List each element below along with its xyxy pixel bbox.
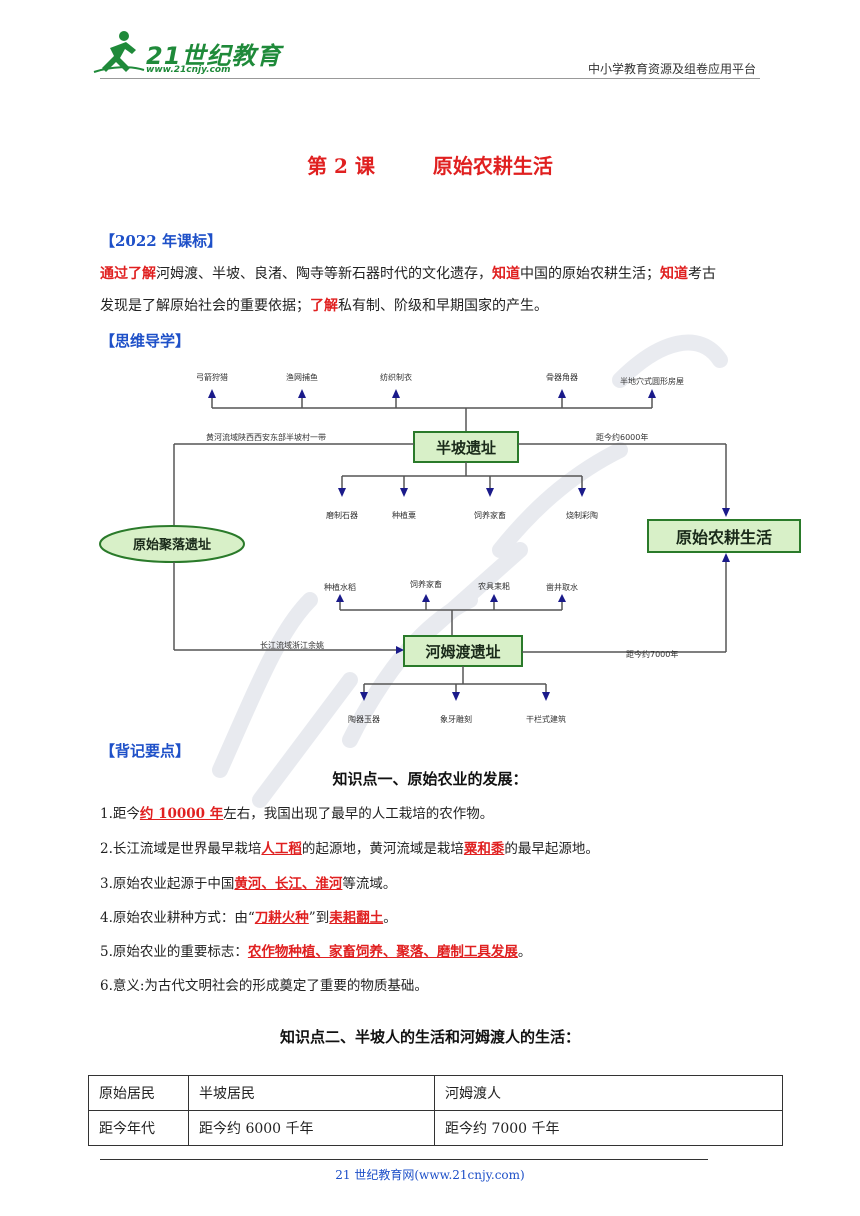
table-row: 原始居民 半坡居民 河姆渡人 — [88, 1075, 783, 1111]
list-item: 5.原始农业的重要标志：农作物种植、家畜饲养、聚落、磨制工具发展。 — [100, 940, 531, 960]
highlight: 刀耕火种 — [254, 910, 309, 926]
root-node — [99, 525, 245, 563]
banpo-top-label: 渔网捕鱼 — [286, 372, 318, 382]
curriculum-heading: 【2022 年课标】 — [100, 232, 222, 250]
text: ”到 — [308, 910, 330, 926]
banpo-top-label: 纺织制衣 — [380, 372, 412, 382]
hemudu-date-label: 距今约7000年 — [626, 649, 678, 659]
hemudu-bottom-label: 象牙雕刻 — [440, 714, 472, 724]
knowledge-point-2-title: 知识点二、半坡人的生活和河姆渡人的生活： — [279, 1028, 580, 1046]
text: 的起源地，黄河流域是栽培 — [301, 841, 464, 857]
text: 左右，我国出现了最早的人工栽培的农作物。 — [223, 806, 494, 822]
hemudu-bottom-label: 干栏式建筑 — [526, 714, 566, 724]
table-cell: 距今约 6000 千年 — [188, 1110, 435, 1146]
highlight: 约 10000 年 — [139, 806, 224, 822]
page-title: 第 2 课 原始农耕生活 — [0, 150, 860, 179]
platform-name: 中小学教育资源及组卷应用平台 — [587, 62, 756, 76]
banpo-location-label: 黄河流域陕西西安东部半坡村一带 — [206, 432, 326, 442]
table-cell: 半坡居民 — [188, 1075, 435, 1111]
banpo-top-label: 骨器角器 — [546, 372, 578, 382]
banpo-bottom-label: 饲养家畜 — [474, 510, 506, 520]
mindmap-heading: 【思维导学】 — [100, 332, 191, 350]
keypoints-heading: 【背记要点】 — [100, 742, 191, 760]
curriculum-text: 通过了解河姆渡、半坡、良渚、陶寺等新石器时代的文化遗存，知道中国的原始农耕生活；… — [100, 258, 762, 322]
hemudu-location-label: 长江流域浙江余姚 — [260, 640, 324, 650]
list-item: 1.距今约 10000 年左右，我国出现了最早的人工栽培的农作物。 — [100, 802, 493, 822]
text: 。 — [383, 910, 397, 926]
table-row: 距今年代 距今约 6000 千年 距今约 7000 千年 — [88, 1110, 783, 1146]
highlight: 农作物种植、家畜饲养、聚落、磨制工具发展 — [247, 944, 518, 960]
list-item: 6.意义:为古代文明社会的形成奠定了重要的物质基础。 — [100, 974, 428, 994]
text: 等流域。 — [342, 876, 397, 892]
hemudu-bottom-label: 陶器玉器 — [348, 714, 380, 724]
list-item: 4.原始农业耕种方式：由“刀耕火种”到耒耜翻土。 — [100, 906, 397, 926]
hemudu-top-label: 凿井取水 — [546, 582, 578, 592]
banpo-box-label: 半坡遗址 — [436, 439, 496, 457]
hemudu-box-label: 河姆渡遗址 — [425, 643, 500, 661]
knowledge-point-1-title: 知识点一、原始农业的发展： — [332, 770, 528, 788]
table-cell: 原始居民 — [88, 1075, 189, 1111]
table-cell: 河姆渡人 — [434, 1075, 783, 1111]
text: 考古 — [688, 266, 716, 282]
footer-divider — [100, 1159, 708, 1160]
text: 2.长江流域是世界最早栽培 — [100, 841, 262, 857]
banpo-bottom-label: 种植粟 — [392, 510, 416, 520]
target-box — [647, 519, 801, 553]
logo-text: 21世纪教育 — [146, 42, 282, 70]
text: 私有制、阶级和早期国家的产生。 — [338, 298, 548, 314]
text: 6.意义:为古代文明社会的形成奠定了重要的物质基础。 — [100, 978, 428, 994]
lesson-number: 第 2 课 — [307, 154, 375, 178]
logo-url: www.21cnjy.com — [146, 65, 231, 75]
highlight: 人工稻 — [261, 841, 302, 857]
banpo-bottom-label: 烧制彩陶 — [566, 510, 598, 520]
text: 。 — [517, 944, 532, 960]
lesson-name: 原始农耕生活 — [432, 154, 553, 178]
text: 发现是了解原始社会的重要依据； — [100, 298, 310, 314]
banpo-top-group: 弓箭狩猎 渔网捕鱼 纺织制衣 骨器角器 半地穴式圆形房屋 — [196, 372, 684, 432]
text: 4.原始农业耕种方式：由“ — [100, 910, 255, 926]
keyword: 知道 — [660, 266, 688, 282]
target-box-label: 原始农耕生活 — [676, 528, 772, 547]
text: 中国的原始农耕生活； — [520, 266, 660, 282]
keyword: 知道 — [492, 266, 520, 282]
hemudu-top-label: 饲养家畜 — [410, 579, 442, 589]
text: 3.原始农业起源于中国 — [100, 876, 235, 892]
highlight: 耒耜翻土 — [329, 910, 384, 926]
hemudu-box — [403, 635, 523, 667]
keyword: 通过了解 — [100, 266, 156, 282]
banpo-top-label: 半地穴式圆形房屋 — [620, 376, 684, 386]
highlight: 粟和黍 — [463, 841, 505, 857]
banpo-top-label: 弓箭狩猎 — [196, 372, 228, 382]
list-item: 2.长江流域是世界最早栽培人工稻的起源地，黄河流域是栽培粟和黍的最早起源地。 — [100, 837, 599, 857]
banpo-box — [413, 431, 519, 463]
highlight: 黄河、长江、淮河 — [234, 876, 343, 892]
list-item: 3.原始农业起源于中国黄河、长江、淮河等流域。 — [100, 872, 396, 892]
text: 的最早起源地。 — [504, 841, 599, 857]
mindmap-diagram: 弓箭狩猎 渔网捕鱼 纺织制衣 骨器角器 半地穴式圆形房屋 半坡遗址 黄河流域陕西… — [99, 372, 801, 724]
hemudu-top-group: 种植水稻 饲养家畜 农具耒耜 凿井取水 — [324, 579, 578, 636]
banpo-date-label: 距今约6000年 — [596, 432, 648, 442]
table-cell: 距今年代 — [88, 1110, 189, 1146]
comparison-table: 原始居民 半坡居民 河姆渡人 距今年代 距今约 6000 千年 距今约 7000… — [88, 1075, 783, 1146]
hemudu-top-label: 农具耒耜 — [478, 581, 510, 591]
text: 1.距今 — [100, 806, 140, 822]
hemudu-bottom-group: 陶器玉器 象牙雕刻 干栏式建筑 — [348, 666, 566, 724]
table-cell: 距今约 7000 千年 — [434, 1110, 783, 1146]
banpo-bottom-label: 磨制石器 — [326, 510, 358, 520]
banpo-bottom-group: 磨制石器 种植粟 饲养家畜 烧制彩陶 — [326, 462, 598, 520]
keyword: 了解 — [310, 298, 338, 314]
header-divider — [100, 78, 760, 79]
text: 河姆渡、半坡、良渚、陶寺等新石器时代的文化遗存， — [156, 266, 492, 282]
root-node-label: 原始聚落遗址 — [133, 537, 211, 553]
logo-runner-icon — [93, 31, 145, 73]
hemudu-top-label: 种植水稻 — [324, 582, 356, 592]
footer-link[interactable]: 21 世纪教育网(www.21cnjy.com) — [335, 1168, 525, 1182]
text: 5.原始农业的重要标志： — [100, 944, 248, 960]
